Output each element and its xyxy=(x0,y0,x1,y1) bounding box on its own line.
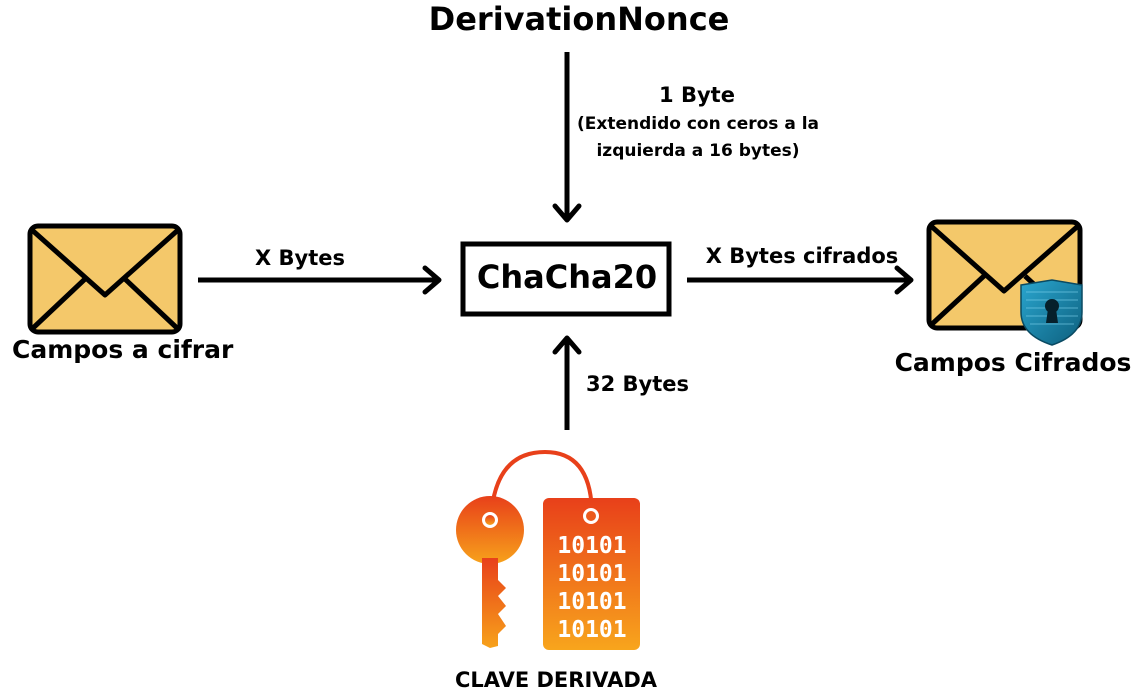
input-arrow xyxy=(198,265,442,295)
input-label: Campos a cifrar xyxy=(12,335,234,364)
nonce-note-line2: izquierda a 16 bytes) xyxy=(596,141,800,161)
key-icon xyxy=(456,449,594,648)
key-arrow-label: 32 Bytes xyxy=(586,372,690,396)
chacha20-box xyxy=(460,241,672,317)
input-arrow-label: X Bytes xyxy=(255,246,345,270)
binary-line-1: 10101 xyxy=(557,533,627,559)
output-arrow xyxy=(687,265,914,295)
nonce-title: DerivationNonce xyxy=(428,0,730,38)
nonce-size-label: 1 Byte xyxy=(659,83,735,107)
shield-lock-icon xyxy=(1020,279,1083,346)
chacha20-label: ChaCha20 xyxy=(476,258,658,296)
binary-tag-icon xyxy=(543,498,640,650)
binary-line-3: 10101 xyxy=(557,589,627,615)
nonce-arrow xyxy=(552,52,582,223)
output-arrow-label: X Bytes cifrados xyxy=(705,244,899,268)
key-arrow xyxy=(552,335,582,430)
input-envelope-icon xyxy=(27,223,183,335)
output-label: Campos Cifrados xyxy=(894,348,1132,377)
key-label: CLAVE DERIVADA xyxy=(454,668,658,692)
binary-line-4: 10101 xyxy=(557,617,627,643)
binary-line-2: 10101 xyxy=(557,561,627,587)
nonce-note-line1: (Extendido con ceros a la xyxy=(576,114,820,134)
